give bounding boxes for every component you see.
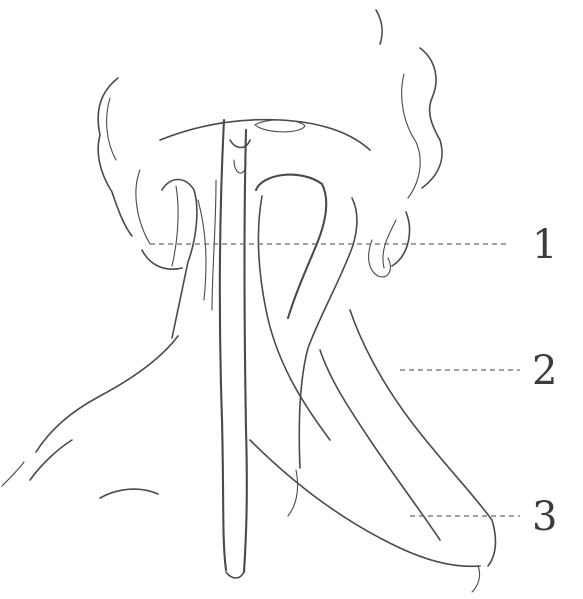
head-outline-left [98, 78, 182, 269]
left-shoulder-outline [2, 336, 178, 498]
jaw-line [160, 120, 370, 150]
callout-1: 1 [532, 222, 557, 268]
head-outline-right [376, 10, 442, 268]
callout-labels: 1 2 3 [532, 222, 557, 540]
trachea-structure [212, 120, 250, 578]
left-neck-muscles [162, 180, 206, 339]
lower-neck-muscle-band [250, 310, 495, 592]
callout-3: 3 [532, 494, 557, 540]
sternocleidomastoid-muscle [256, 175, 390, 468]
callout-2: 2 [532, 348, 557, 394]
